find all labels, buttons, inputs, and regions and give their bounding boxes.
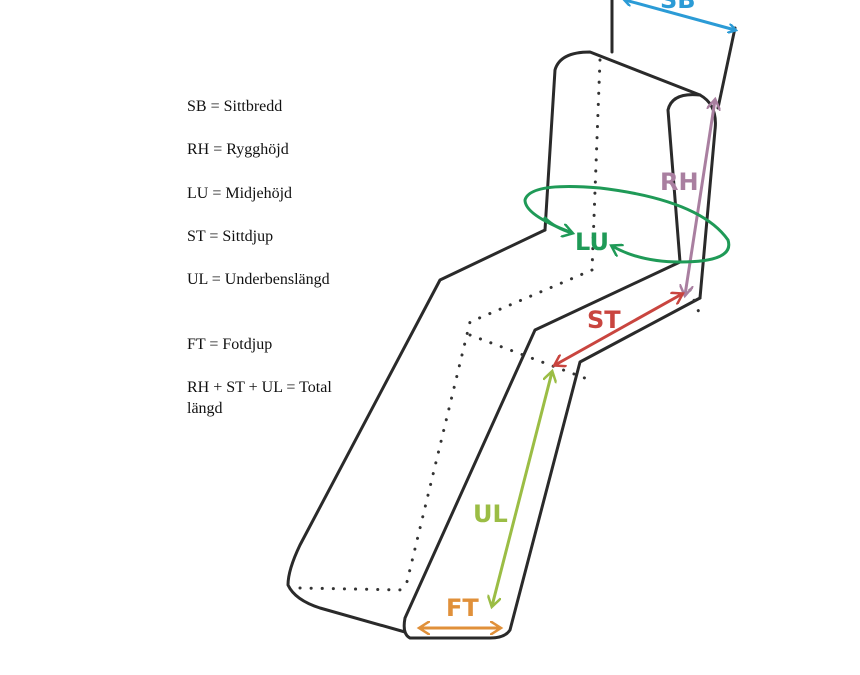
hidden-edge-seat: [403, 268, 594, 592]
support-outline-front-face: [402, 260, 702, 640]
st-arrow: [555, 294, 682, 365]
legend-total: RH + ST + UL = Total längd: [187, 379, 332, 417]
hidden-edge-bottom: [298, 586, 407, 592]
legend-lu: LU = Midjehöjd: [187, 185, 293, 202]
rh-arrow: [685, 100, 715, 295]
rh-label: RH: [660, 168, 699, 196]
lu-arrow: [523, 185, 731, 264]
legend-st: ST = Sittdjup: [187, 228, 274, 245]
lu-arrow-start: [543, 216, 572, 233]
ul-label: UL: [473, 500, 508, 528]
sb-arrow: [625, 0, 735, 30]
support-outline-seat-back-edge: [286, 228, 547, 634]
hidden-edge-right: [688, 288, 702, 317]
legend-rh: RH = Rygghöjd: [187, 141, 289, 158]
support-outline-sb-guide-right: [716, 26, 737, 110]
legend-sb: SB = Sittbredd: [187, 98, 283, 115]
ft-label: FT: [446, 594, 479, 622]
hidden-edge-crease: [468, 333, 592, 382]
legend-ft: FT = Fotdjup: [187, 336, 273, 353]
support-outline-back-side: [666, 93, 702, 264]
st-label: ST: [587, 306, 621, 334]
legend-ul: UL = Underbenslängd: [187, 271, 330, 288]
ul-arrow: [492, 372, 552, 606]
lu-label: LU: [575, 228, 609, 256]
sb-label: SB: [660, 0, 696, 14]
